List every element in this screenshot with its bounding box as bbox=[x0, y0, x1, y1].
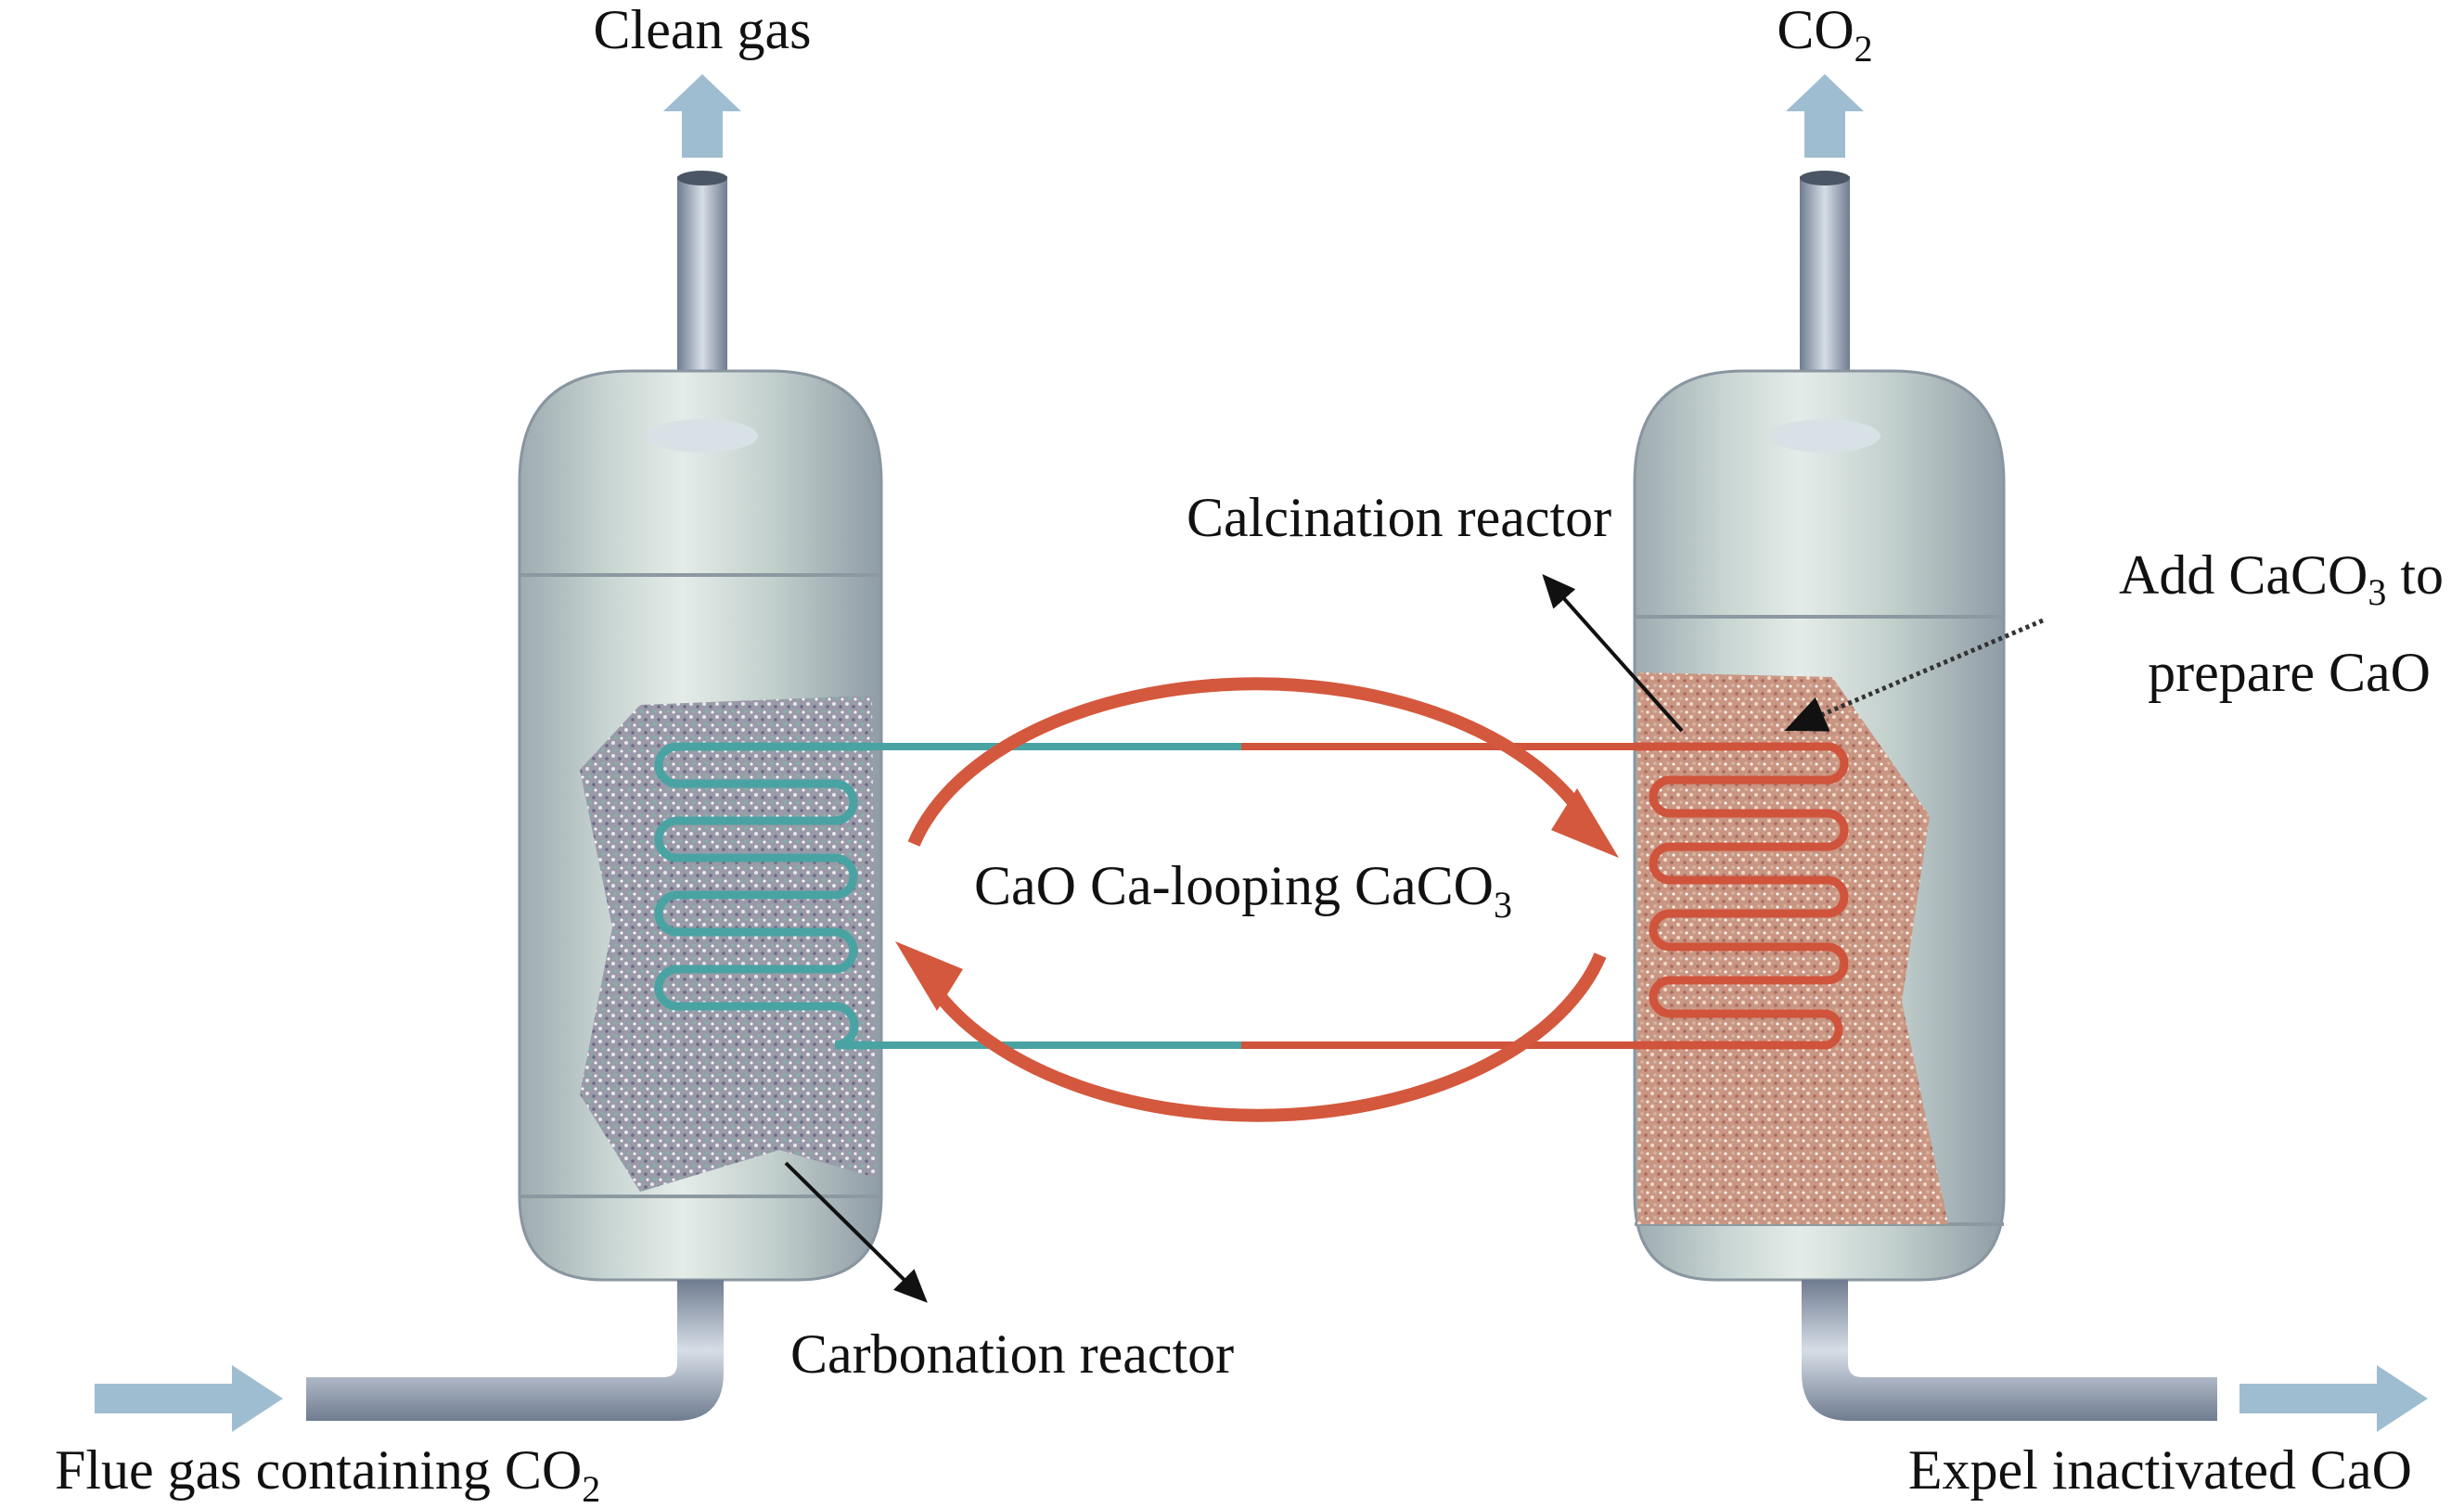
red-heat-exchange-coil bbox=[1635, 742, 1849, 1050]
carbonation-reactor bbox=[95, 74, 883, 1432]
solid-transfer-lines bbox=[872, 743, 1635, 1049]
calcination-reactor-label: Calcination reactor bbox=[1187, 487, 1611, 548]
packed-bed-cao bbox=[580, 696, 877, 1192]
up-arrow-co2-icon bbox=[1786, 74, 1864, 158]
flue-gas-arrow-icon bbox=[95, 1365, 283, 1432]
ca-looping-label: CaO Ca-looping CaCO3 bbox=[974, 855, 1512, 926]
expel-arrow-icon bbox=[2239, 1365, 2428, 1432]
calcination-reactor bbox=[1633, 74, 2428, 1432]
ca-looping-cycle-arrows bbox=[895, 677, 1619, 1122]
prepare-cao-label: prepare CaO bbox=[2148, 642, 2431, 703]
expel-outlet-pipe bbox=[1802, 1280, 2217, 1421]
up-arrow-clean-gas-icon bbox=[663, 74, 741, 158]
co2-output-label: CO2 bbox=[1777, 0, 1872, 70]
calcination-leader-line bbox=[1542, 574, 1684, 733]
flue-gas-label: Flue gas containing CO2 bbox=[55, 1439, 600, 1508]
carbonation-leader-line bbox=[784, 1161, 928, 1303]
carbonation-reactor-label: Carbonation reactor bbox=[790, 1323, 1234, 1385]
add-caco3-leader-line bbox=[1784, 618, 2044, 732]
flue-gas-inlet-pipe bbox=[306, 1280, 724, 1421]
add-caco3-label: Add CaCO3 to bbox=[2119, 544, 2444, 613]
clean-gas-label: Clean gas bbox=[594, 0, 812, 60]
expel-cao-label: Expel inactivated CaO bbox=[1908, 1439, 2412, 1501]
teal-heat-exchange-coil bbox=[654, 742, 872, 1050]
